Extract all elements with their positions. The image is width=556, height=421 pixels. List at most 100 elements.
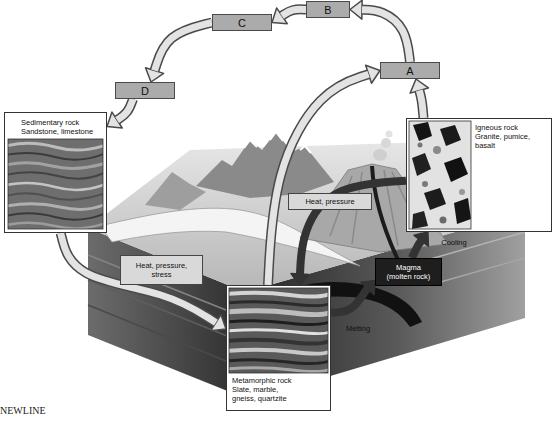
- sedimentary-photo: [8, 139, 103, 229]
- photo-base: [8, 139, 103, 229]
- rock-layer: [8, 204, 103, 210]
- strata-line: [88, 280, 247, 344]
- arrow-outline: [282, 9, 306, 15]
- process-label-box: Heat, pressure, stress: [120, 255, 203, 285]
- process-arrow: [331, 280, 375, 312]
- cycle-arrow: [268, 65, 380, 285]
- rock-layer: [8, 213, 103, 220]
- cycle-arrow: [146, 23, 212, 83]
- photo-base: [409, 121, 471, 229]
- rock-band: [229, 293, 328, 297]
- arrow-body: [419, 91, 423, 118]
- box-heading: Metamorphic rock: [232, 376, 294, 385]
- arrow-outline: [362, 10, 410, 62]
- box-heading: Magma (molten rock): [385, 263, 433, 281]
- photo-frame: [8, 139, 103, 229]
- crystal: [440, 217, 447, 224]
- text-group: C: [213, 15, 271, 30]
- arrow-body: [155, 23, 212, 71]
- volcano-plume: [381, 138, 391, 148]
- edge-label: Melting: [338, 324, 378, 333]
- igneous-photo: [409, 121, 471, 229]
- box-heading: D: [141, 85, 149, 97]
- box-detail: Granite, pumice, basalt: [475, 132, 549, 150]
- volcano-plume: [386, 131, 393, 138]
- rock-type-box: Igneous rockGranite, pumice, basalt: [406, 118, 552, 232]
- arrow-body: [282, 9, 306, 15]
- arrow-outline: [419, 91, 423, 118]
- cycle-arrow: [61, 233, 226, 331]
- cycle-arrow: [410, 79, 428, 118]
- edge-label: Cooling: [434, 238, 474, 247]
- text-group: B: [307, 2, 349, 17]
- rock-band: [229, 302, 328, 306]
- page-note: NEWLINE: [0, 405, 46, 416]
- edge-label: Heat, pressure: [290, 197, 370, 206]
- arrow-body: [61, 233, 216, 323]
- process-label: Melting: [338, 322, 378, 334]
- crystal: [413, 122, 432, 141]
- text-group: Igneous rockGranite, pumice, basalt: [475, 123, 549, 150]
- box-heading: A: [406, 65, 413, 77]
- box-heading: C: [238, 17, 246, 29]
- mountain: [145, 172, 206, 210]
- crystal: [412, 153, 431, 176]
- process-label: Cooling: [434, 236, 474, 248]
- rock-type-box: Sedimentary rockSandstone, limestone: [4, 112, 107, 233]
- arrow-outline: [61, 233, 216, 323]
- rock-layer: [8, 143, 103, 150]
- arrow-outline: [268, 74, 369, 285]
- crystal: [444, 157, 468, 182]
- box-detail: Sandstone, limestone: [21, 127, 105, 136]
- arrow-body: [331, 288, 367, 312]
- crystal: [459, 189, 465, 195]
- stage-box: C: [212, 14, 272, 31]
- stage-box: A: [380, 62, 440, 79]
- arrow-body: [117, 99, 133, 120]
- rock-band: [229, 360, 328, 364]
- arrow-head: [350, 0, 362, 19]
- arrow-outline: [117, 99, 133, 120]
- text-group: Metamorphic rockSlate, marble, gneiss, q…: [232, 376, 294, 403]
- cycle-arrow: [272, 8, 306, 24]
- arrow-body: [268, 74, 369, 285]
- process-label-box: Heat, pressure: [288, 193, 372, 210]
- rock-layer: [8, 223, 103, 229]
- stage-box: D: [115, 82, 175, 99]
- magma-box: Magma (molten rock): [375, 258, 442, 286]
- volcano-plume: [373, 149, 387, 161]
- rock-band: [229, 368, 328, 372]
- text-group: D: [116, 83, 174, 98]
- photo-frame: [409, 121, 471, 229]
- photo-base: [229, 288, 328, 373]
- rock-type-box: Metamorphic rockSlate, marble, gneiss, q…: [226, 285, 331, 411]
- rock-layer: [8, 163, 103, 169]
- crystal: [422, 181, 428, 187]
- text-group: A: [381, 63, 439, 78]
- photo-frame: [229, 288, 328, 373]
- rock-layer: [8, 172, 103, 179]
- arrow-body: [412, 241, 421, 258]
- rock-band: [229, 321, 328, 325]
- crystal: [433, 146, 441, 154]
- crystal: [440, 125, 461, 146]
- rock-layer: [8, 153, 103, 160]
- rock-band: [229, 350, 328, 354]
- arrow-body: [362, 10, 410, 62]
- crystal: [412, 211, 428, 229]
- mountain-snow: [300, 146, 311, 153]
- stage-box: B: [306, 1, 350, 18]
- text-group: Magma (molten rock): [376, 259, 441, 285]
- cycle-arrow: [350, 0, 410, 62]
- rock-layer: [8, 183, 103, 190]
- rock-band: [229, 311, 328, 315]
- rock-layer: [8, 193, 103, 200]
- strata-line: [430, 258, 525, 285]
- crystal: [424, 188, 446, 210]
- crystal: [418, 143, 423, 148]
- mountain-snow: [270, 132, 283, 141]
- box-heading: Igneous rock: [475, 123, 549, 132]
- cycle-arrow: [107, 99, 133, 128]
- crystal: [454, 198, 471, 224]
- rock-band: [229, 330, 328, 334]
